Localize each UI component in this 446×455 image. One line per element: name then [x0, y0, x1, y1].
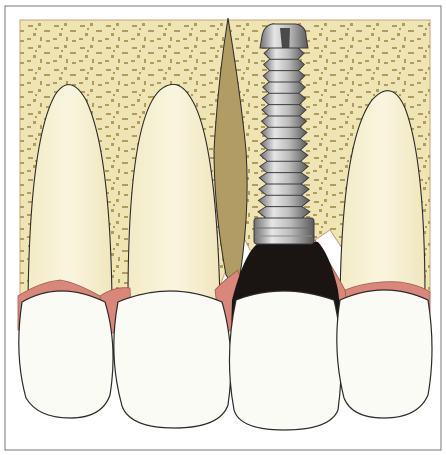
implant-thread — [259, 173, 308, 184]
implant-thread — [264, 48, 304, 59]
implant-thread — [262, 93, 305, 104]
crown-implant — [229, 291, 341, 430]
implant-thread — [261, 139, 308, 150]
implant-thread — [264, 59, 305, 70]
implant-thread — [258, 195, 309, 206]
implant-thread — [259, 184, 309, 195]
implant-thread — [258, 207, 310, 218]
implant-thread — [260, 161, 309, 172]
crown-left-central — [114, 291, 231, 428]
implant-thread — [261, 116, 306, 127]
implant-threads — [258, 48, 310, 218]
crown-left-lateral — [19, 291, 113, 418]
implant-thread — [260, 150, 308, 161]
implant-thread — [263, 82, 306, 93]
implant-thread — [262, 105, 306, 116]
implant-thread — [261, 127, 307, 138]
crown-right-lateral — [337, 290, 432, 418]
implant-collar — [254, 218, 314, 244]
implant-thread — [263, 71, 305, 82]
